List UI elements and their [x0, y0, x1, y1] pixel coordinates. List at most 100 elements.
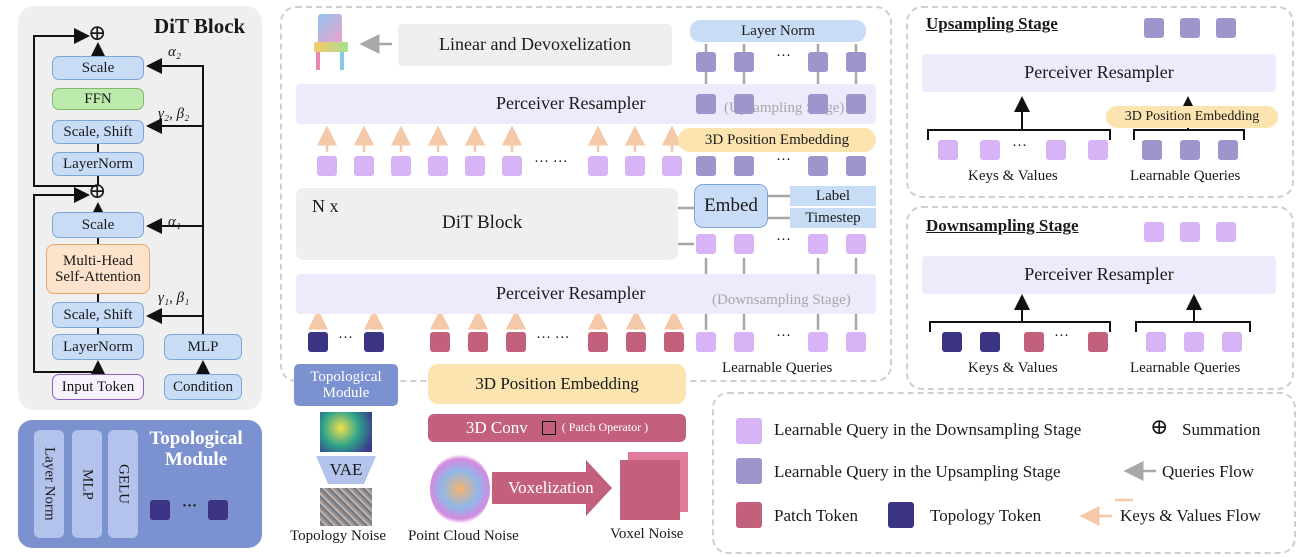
- down-learnable-queries-label: Learnable Queries: [1130, 360, 1241, 376]
- down-query-token: [1184, 332, 1204, 352]
- topo-mlp-box: MLP: [72, 430, 102, 538]
- input-token-box: Input Token: [52, 374, 144, 400]
- alpha1-label: α₁: [168, 214, 182, 230]
- layer-norm-box: Layer Norm: [690, 20, 866, 42]
- up-keys-values-label: Keys & Values: [968, 168, 1058, 184]
- layernorm-box-bottom: LayerNorm: [52, 334, 144, 360]
- kv-token: [502, 156, 522, 176]
- down-query-token: [734, 234, 754, 254]
- up-query-token: [1142, 140, 1162, 160]
- up-kv-dots: ···: [1012, 138, 1027, 154]
- topological-module-box: Topological Module: [294, 364, 398, 406]
- up-query-dots: ···: [776, 152, 791, 168]
- scale-shift-box-bottom: Scale, Shift: [52, 302, 144, 328]
- down-query-token: [696, 332, 716, 352]
- scale-shift-box-top: Scale, Shift: [52, 120, 144, 144]
- kv-token: [317, 156, 337, 176]
- up-kv-token: [1046, 140, 1066, 160]
- upsampling-panel: [906, 6, 1294, 198]
- down-query-token: [734, 332, 754, 352]
- up-output-query: [1216, 18, 1236, 38]
- summation-icon-top: ⊕: [88, 20, 107, 45]
- legend-lq-down-label: Learnable Query in the Downsampling Stag…: [774, 420, 1082, 439]
- scale-box-bottom: Scale: [52, 212, 144, 238]
- conv3d-label: 3D Conv: [465, 417, 528, 437]
- topo-layer-norm-box: Layer Norm: [34, 430, 64, 538]
- point-cloud-noise-label: Point Cloud Noise: [408, 528, 519, 544]
- position-embedding-bottom: 3D Position Embedding: [428, 364, 686, 404]
- embed-box: Embed: [694, 184, 768, 228]
- voxelization-label: Voxelization: [508, 478, 594, 497]
- layernorm-box-top: LayerNorm: [52, 152, 144, 176]
- gamma-beta2-label: γ₂, β₂: [158, 106, 190, 122]
- legend-lq-up-label: Learnable Query in the Upsampling Stage: [774, 462, 1061, 481]
- upsampling-header: Upsampling Stage: [926, 14, 1058, 33]
- up-query-token: [1180, 140, 1200, 160]
- up-query-token: [808, 94, 828, 114]
- patch-token-dots: ··· ···: [536, 330, 570, 346]
- legend-summation-icon: ⊕: [1150, 414, 1169, 439]
- up-position-embedding: 3D Position Embedding: [1106, 106, 1278, 128]
- summation-icon-mid: ⊕: [88, 178, 107, 203]
- up-query-token: [696, 156, 716, 176]
- legend-swatch-lq-up: [736, 458, 762, 484]
- topology-token-dots: ···: [338, 330, 353, 346]
- up-query-token: [696, 52, 716, 72]
- downsampling-stage-tag: (Downsampling Stage): [712, 292, 851, 308]
- down-query-token: [808, 332, 828, 352]
- topo-module-token: [150, 500, 170, 520]
- up-query-token: [846, 156, 866, 176]
- down-resampler-box: Perceiver Resampler: [922, 256, 1276, 294]
- attention-box: Multi-Head Self-Attention: [46, 244, 150, 294]
- down-query-token: [696, 234, 716, 254]
- up-output-query: [1180, 18, 1200, 38]
- legend-panel: [712, 392, 1296, 554]
- voxel-noise-label: Voxel Noise: [610, 526, 684, 542]
- topology-token: [308, 332, 328, 352]
- voxel-cube-image: [620, 460, 680, 520]
- dit-block-stack: [296, 188, 678, 260]
- chair-thumbnail: [312, 14, 352, 70]
- downsampling-header: Downsampling Stage: [926, 216, 1079, 235]
- position-embedding-top: 3D Position Embedding: [678, 128, 876, 152]
- down-query-dots: ···: [776, 328, 791, 344]
- kv-token: [465, 156, 485, 176]
- topo-module-token: [208, 500, 228, 520]
- up-kv-token: [980, 140, 1000, 160]
- linear-devox-box: Linear and Devoxelization: [398, 24, 672, 66]
- kv-token: [625, 156, 645, 176]
- up-query-token: [734, 52, 754, 72]
- up-query-token: [846, 94, 866, 114]
- down-query-token: [846, 234, 866, 254]
- down-query-token: [1222, 332, 1242, 352]
- topo-module-dots: ···: [182, 498, 198, 514]
- up-query-token: [808, 52, 828, 72]
- topology-noise-image: [320, 488, 372, 526]
- legend-summation-label: Summation: [1182, 420, 1261, 439]
- down-query-token: [1146, 332, 1166, 352]
- gamma-beta1-label: γ₁, β₁: [158, 290, 190, 306]
- dit-block-title: DiT Block: [154, 14, 246, 38]
- perceiver-downsampling-box: Perceiver Resampler: [296, 274, 876, 314]
- topology-noise-label: Topology Noise: [290, 528, 387, 544]
- down-patch-token: [1088, 332, 1108, 352]
- up-query-token: [696, 94, 716, 114]
- up-query-token: [846, 52, 866, 72]
- kv-token: [662, 156, 682, 176]
- conv3d-box: 3D Conv ( Patch Operator ): [428, 414, 686, 442]
- up-query-dots: ···: [776, 48, 791, 64]
- n-times-label: N x: [312, 196, 339, 216]
- timestep-box: Timestep: [790, 208, 876, 228]
- legend-swatch-topology-token: [888, 502, 914, 528]
- patch-token: [664, 332, 684, 352]
- kv-token: [354, 156, 374, 176]
- kv-token: [588, 156, 608, 176]
- down-topology-token: [942, 332, 962, 352]
- legend-kv-flow-label: Keys & Values Flow: [1120, 506, 1261, 525]
- point-cloud-image: [430, 454, 490, 524]
- up-query-token: [1218, 140, 1238, 160]
- ffn-box: FFN: [52, 88, 144, 110]
- perceiver-upsampling-box: Perceiver Resampler: [296, 84, 876, 124]
- legend-swatch-lq-down: [736, 418, 762, 444]
- up-resampler-box: Perceiver Resampler: [922, 54, 1276, 92]
